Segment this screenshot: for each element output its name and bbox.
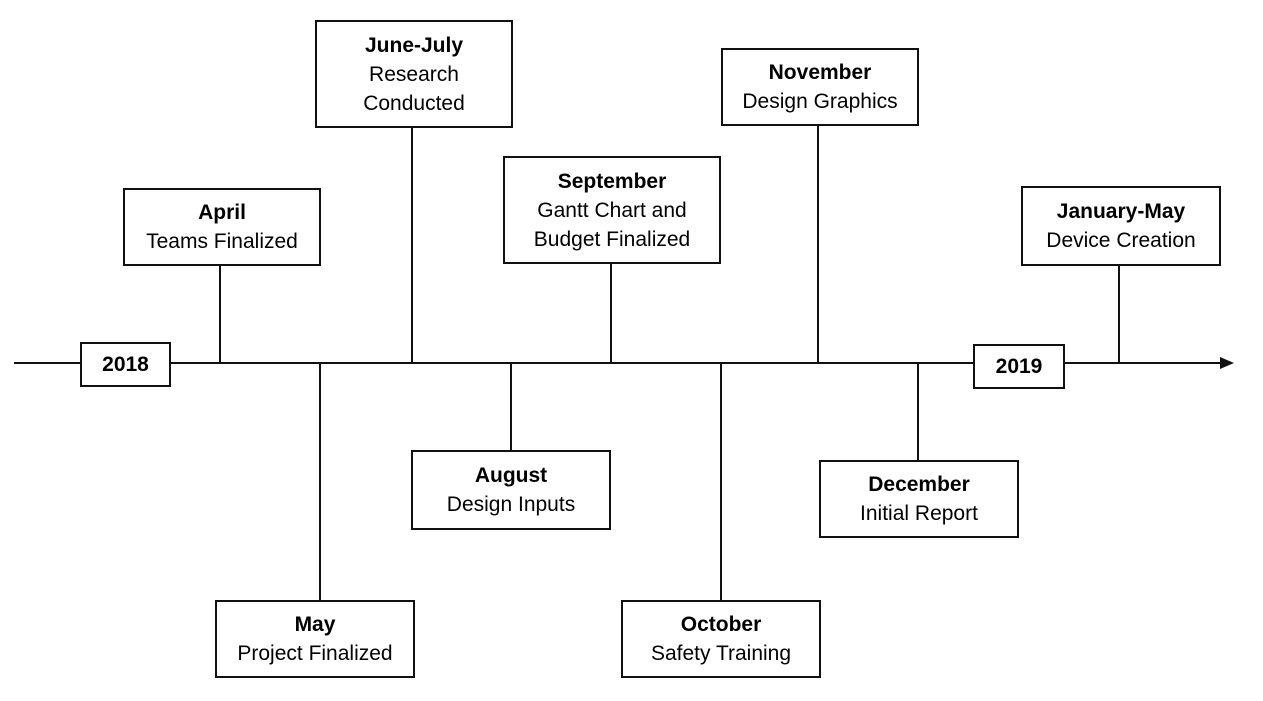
event-box-october: October Safety Training [621, 600, 821, 678]
event-month: August [474, 464, 548, 487]
event-box-september: September Gantt Chart and Budget Finaliz… [503, 156, 721, 264]
event-box-may: May Project Finalized [215, 600, 415, 678]
timeline-arrowhead [1220, 357, 1234, 369]
event-month: April [198, 201, 246, 224]
event-box-december: December Initial Report [819, 460, 1019, 538]
event-description-line: Project Finalized [237, 642, 393, 665]
event-month: December [868, 473, 970, 496]
event-description-line: Initial Report [860, 502, 978, 525]
event-month: November [768, 61, 872, 84]
event-box-january-may: January-May Device Creation [1021, 186, 1221, 266]
event-description-line: Design Inputs [446, 493, 576, 516]
event-month: January-May [1056, 200, 1186, 223]
event-box-april: April Teams Finalized [123, 188, 321, 266]
year-end-label: 2019 [973, 344, 1065, 389]
event-month: May [294, 613, 336, 636]
event-description-line: Conducted [363, 91, 465, 115]
event-month: September [557, 169, 667, 193]
event-description-line: Safety Training [650, 642, 792, 665]
event-box-november: November Design Graphics [721, 48, 919, 126]
event-description-line: Design Graphics [742, 90, 898, 113]
year-start-label: 2018 [80, 342, 171, 387]
event-description-line: Device Creation [1046, 229, 1196, 252]
event-month: October [680, 613, 762, 636]
event-description-line: Research [369, 62, 459, 86]
event-box-august: August Design Inputs [411, 450, 611, 530]
event-month: June-July [364, 33, 464, 57]
event-description-line: Budget Finalized [533, 227, 691, 251]
event-description-line: Teams Finalized [146, 230, 298, 253]
event-description-line: Gantt Chart and [537, 198, 687, 222]
event-box-june-july: June-July Research Conducted [315, 20, 513, 128]
year-start-text: 2018 [102, 352, 149, 376]
year-end-text: 2019 [995, 354, 1043, 378]
